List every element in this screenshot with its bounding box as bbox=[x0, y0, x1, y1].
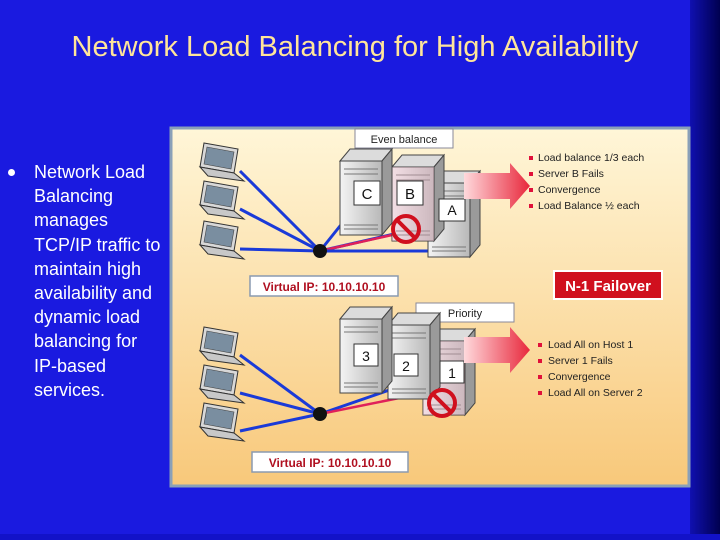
server-label-3: 3 bbox=[362, 348, 370, 364]
bottom-step-3: Convergence bbox=[548, 371, 611, 383]
server-label-c: C bbox=[362, 186, 373, 203]
server-label-a: A bbox=[447, 202, 457, 218]
server-label-1: 1 bbox=[448, 365, 456, 381]
failover-label: N-1 Failover bbox=[565, 278, 651, 295]
top-step-4: Load Balance ½ each bbox=[538, 200, 640, 212]
top-arrow bbox=[464, 163, 530, 209]
top-steps: Load balance 1/3 each Server B Fails Con… bbox=[529, 152, 644, 212]
server-tag-3 bbox=[353, 343, 379, 367]
server-tag-b bbox=[396, 180, 424, 206]
background-bottom-strip bbox=[0, 534, 720, 540]
bottom-step-2: Server 1 Fails bbox=[548, 355, 613, 367]
bottom-step-1: Load All on Host 1 bbox=[548, 339, 633, 351]
bullet-text: Network Load Balancing manages TCP/IP tr… bbox=[34, 162, 161, 400]
server-tag-c bbox=[353, 180, 381, 206]
top-hub-node bbox=[313, 244, 327, 258]
failover-badge bbox=[553, 270, 663, 300]
server-tag-1 bbox=[439, 360, 465, 384]
bottom-virtual-ip: Virtual IP: 10.10.10.10 bbox=[269, 456, 392, 470]
slide-title: Network Load Balancing for High Availabi… bbox=[71, 31, 639, 63]
top-step-3: Convergence bbox=[538, 184, 601, 196]
bottom-steps: Load All on Host 1 Server 1 Fails Conver… bbox=[538, 339, 643, 399]
server-label-b: B bbox=[405, 186, 415, 203]
top-virtual-ip: Virtual IP: 10.10.10.10 bbox=[263, 280, 386, 294]
server-tag-2 bbox=[393, 353, 419, 377]
top-step-1: Load balance 1/3 each bbox=[538, 152, 644, 164]
bottom-hub-node bbox=[313, 407, 327, 421]
bullet-marker bbox=[8, 169, 15, 176]
bottom-label: Priority bbox=[448, 308, 483, 320]
top-virtual-ip-box bbox=[249, 275, 399, 297]
background-bar bbox=[690, 0, 720, 540]
top-label: Even balance bbox=[371, 134, 438, 146]
bottom-connection-lines bbox=[239, 353, 399, 433]
bottom-virtual-ip-box bbox=[251, 451, 409, 473]
nlb-diagram: Even balance C B A Load balance 1/3 each… bbox=[169, 126, 691, 488]
server-label-2: 2 bbox=[402, 358, 410, 374]
bottom-step-4: Load All on Server 2 bbox=[548, 387, 643, 399]
top-label-box bbox=[354, 128, 454, 149]
server-tag-a bbox=[438, 198, 466, 222]
top-step-2: Server B Fails bbox=[538, 168, 604, 180]
top-link-failed-line bbox=[319, 233, 393, 253]
bottom-arrow bbox=[464, 327, 530, 373]
